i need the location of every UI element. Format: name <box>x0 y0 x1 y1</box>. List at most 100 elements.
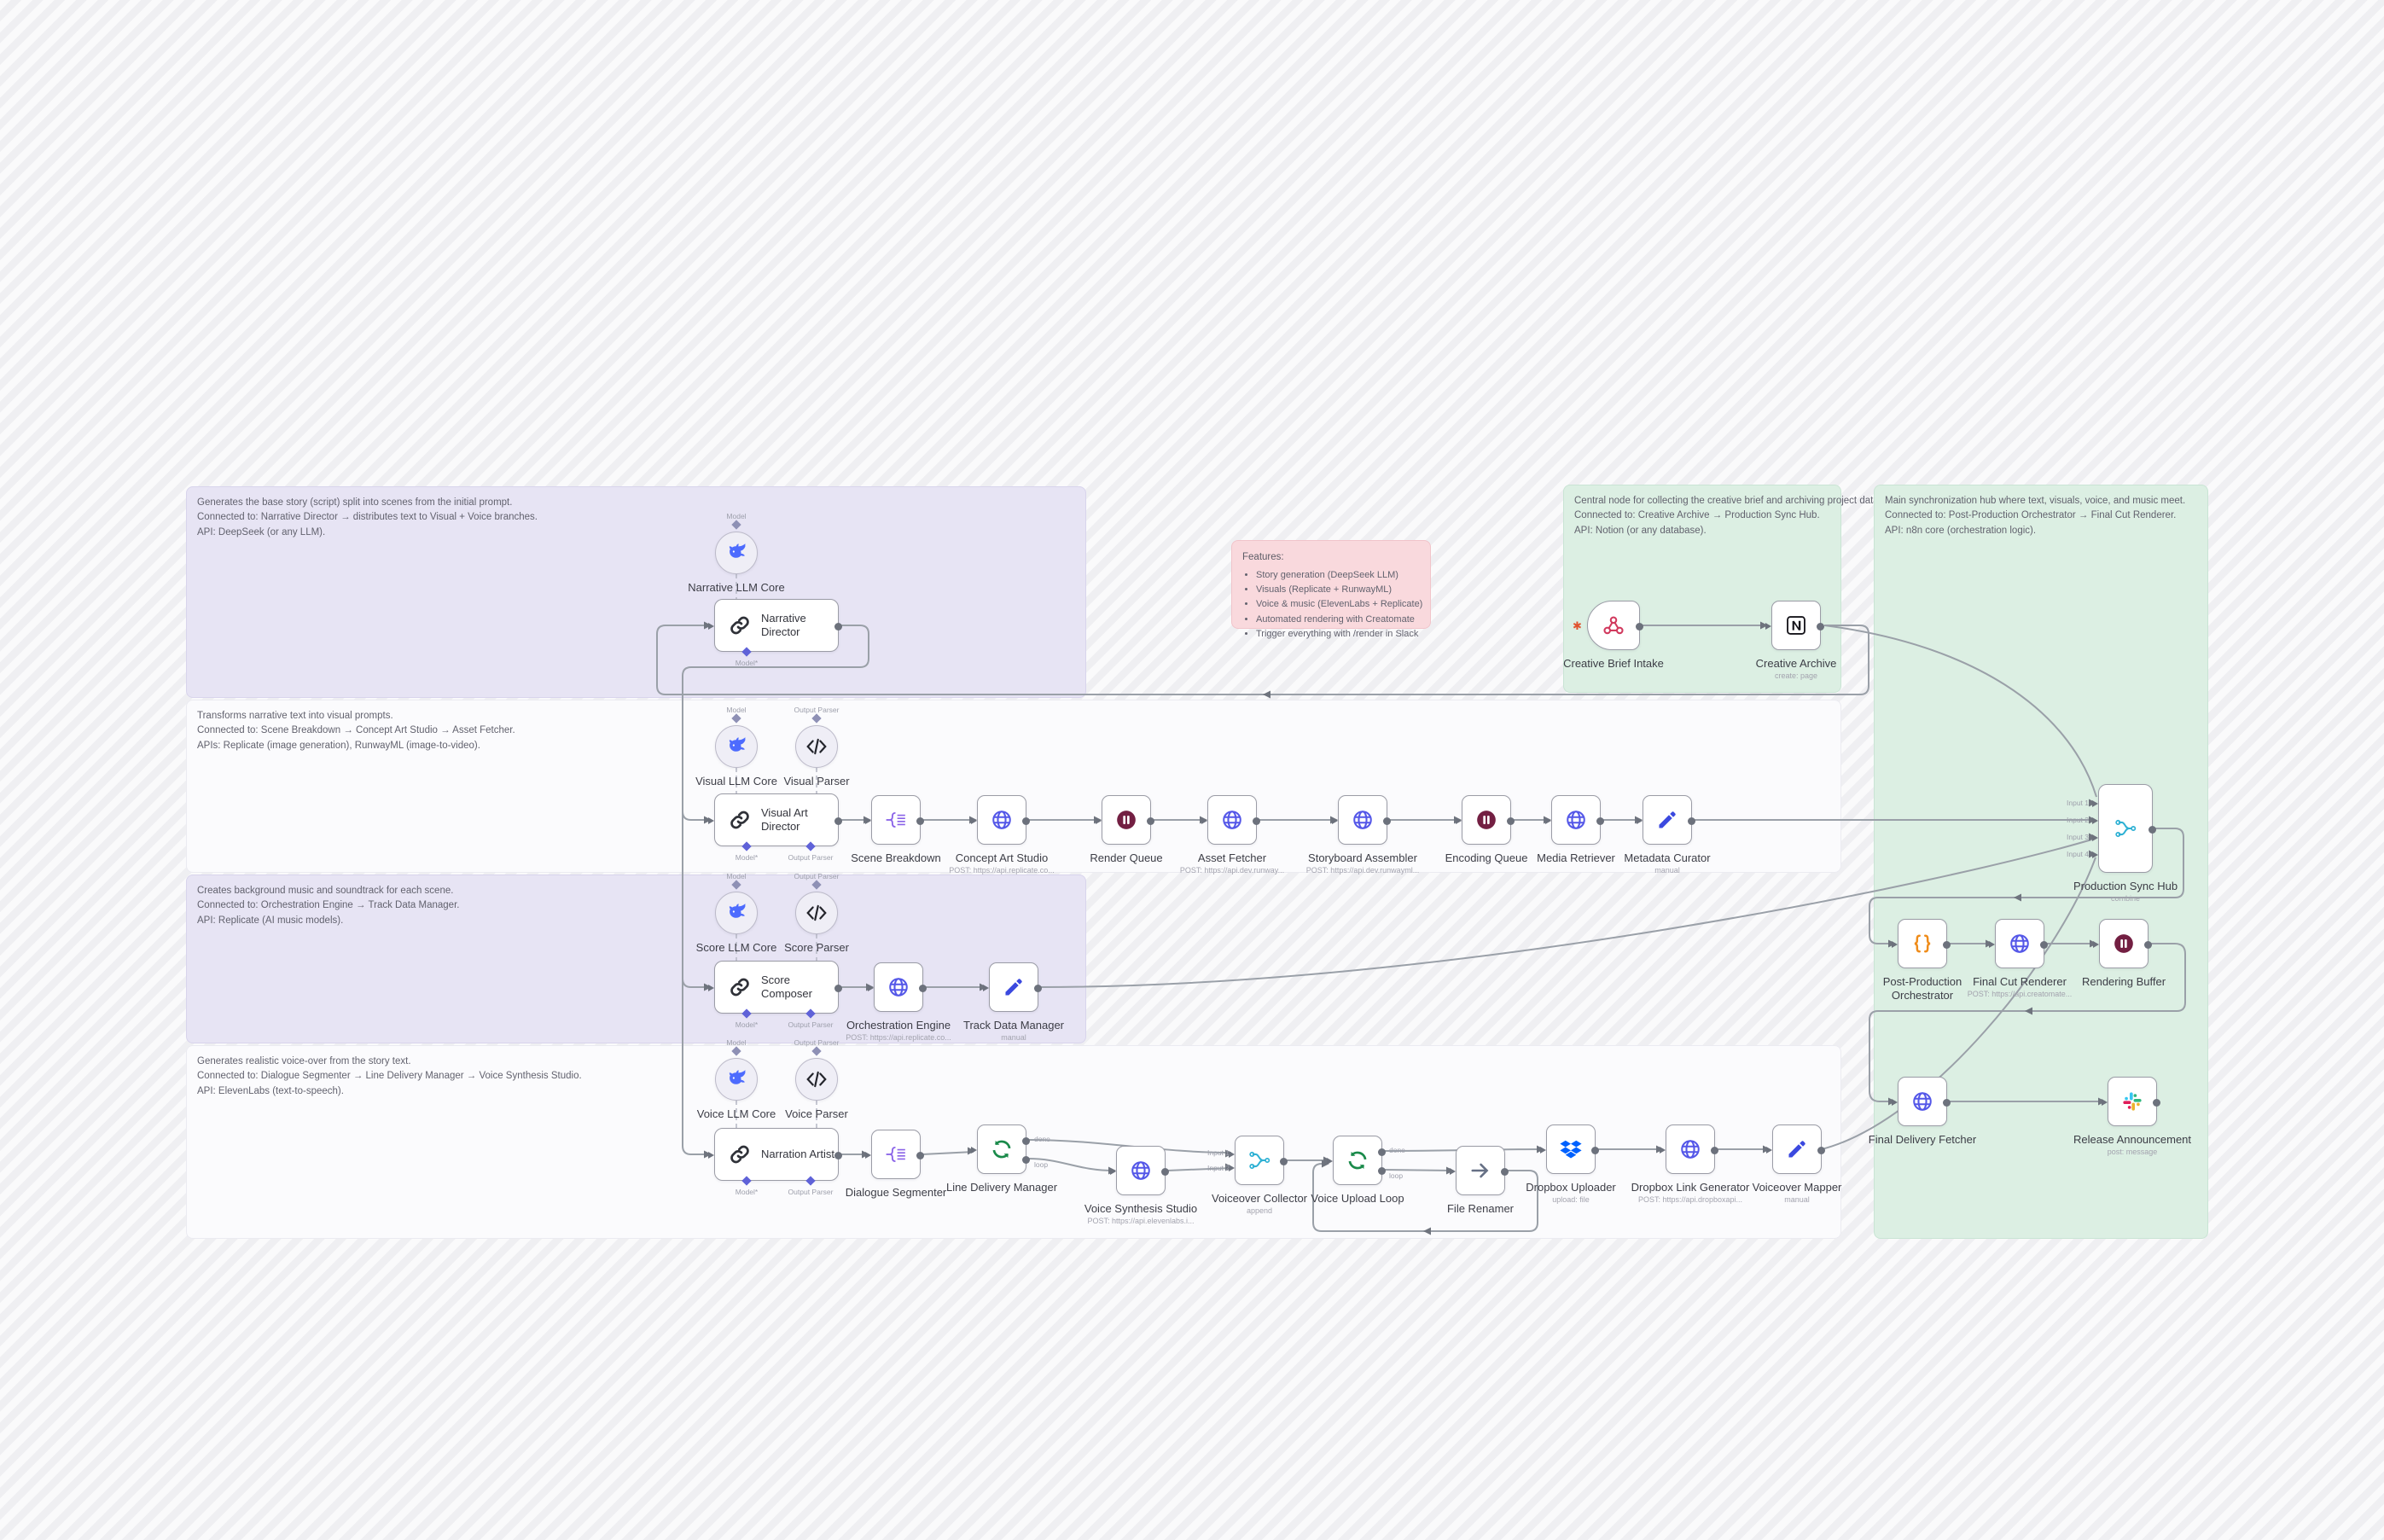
node-score-parser[interactable] <box>795 892 838 934</box>
output-port[interactable] <box>1022 1155 1030 1164</box>
output-port[interactable] <box>834 622 842 631</box>
output-port[interactable] <box>1817 622 1824 631</box>
node-visual-llm-core[interactable] <box>715 725 758 768</box>
output-port[interactable] <box>1817 1146 1825 1154</box>
input-port[interactable] <box>2092 799 2098 807</box>
node-final-cut-renderer[interactable] <box>1989 919 2048 968</box>
input-port[interactable] <box>1766 1146 1772 1154</box>
input-port[interactable] <box>1229 1150 1235 1158</box>
node-rendering-buffer[interactable] <box>2093 919 2152 968</box>
output-port[interactable] <box>2144 940 2152 949</box>
input-port[interactable] <box>1450 1167 1456 1175</box>
input-port[interactable] <box>868 984 874 991</box>
input-port[interactable] <box>2102 1098 2108 1106</box>
input-port[interactable] <box>2092 851 2098 858</box>
node-visual-parser[interactable] <box>795 725 838 768</box>
node-narrative-llm-core[interactable] <box>715 532 758 574</box>
output-port[interactable] <box>834 816 842 825</box>
input-port[interactable] <box>2092 816 2098 824</box>
node-score-llm-core[interactable] <box>715 892 758 934</box>
input-port[interactable] <box>1327 1157 1333 1165</box>
output-port[interactable] <box>1378 1166 1386 1175</box>
edge-narrative-director-to-visual-art-director[interactable] <box>682 811 710 821</box>
output-port[interactable] <box>1034 984 1042 992</box>
output-port[interactable] <box>1711 1146 1718 1154</box>
edge-voice-synthesis-studio-to-voiceover-collector[interactable] <box>1166 1167 1232 1171</box>
input-port[interactable] <box>1540 1146 1546 1154</box>
node-asset-fetcher[interactable] <box>1201 795 1260 845</box>
node-score-composer[interactable]: Score Composer <box>708 961 842 1014</box>
node-storyboard-assembler[interactable] <box>1332 795 1391 845</box>
edge-dialogue-segmenter-to-line-delivery-manager[interactable] <box>922 1151 974 1155</box>
node-track-data-manager[interactable] <box>983 962 1042 1012</box>
node-creative-archive[interactable] <box>1765 601 1824 650</box>
input-port[interactable] <box>2093 940 2099 948</box>
node-metadata-curator[interactable] <box>1637 795 1695 845</box>
output-port[interactable] <box>919 984 927 992</box>
input-port[interactable] <box>1660 1146 1666 1154</box>
input-port[interactable] <box>708 622 714 630</box>
node-narration-artist[interactable]: Narration Artist <box>708 1128 842 1181</box>
node-dropbox-uploader[interactable] <box>1540 1124 1599 1174</box>
note-score[interactable]: Creates background music and soundtrack … <box>186 875 1086 1043</box>
node-encoding-queue[interactable] <box>1456 795 1515 845</box>
output-port[interactable] <box>1943 940 1951 949</box>
input-port[interactable] <box>971 1146 977 1154</box>
output-port[interactable] <box>1596 816 1604 825</box>
node-dropbox-link-generator[interactable] <box>1660 1124 1718 1174</box>
note-narrative[interactable]: Generates the base story (script) split … <box>186 486 1086 698</box>
node-line-delivery-manager[interactable] <box>971 1124 1030 1174</box>
output-port[interactable] <box>916 1151 924 1159</box>
output-port[interactable] <box>1591 1146 1599 1154</box>
edge-voice-upload-loop-to-file-renamer[interactable] <box>1383 1169 1453 1171</box>
node-file-renamer[interactable] <box>1450 1146 1509 1195</box>
node-voiceover-mapper[interactable] <box>1766 1124 1825 1174</box>
node-concept-art-studio[interactable] <box>971 795 1030 845</box>
node-voice-synthesis-studio[interactable] <box>1110 1146 1169 1195</box>
edge-production-sync-hub-to-post-production-orchestrator[interactable] <box>1869 828 2184 944</box>
output-port[interactable] <box>2153 1098 2160 1107</box>
input-port[interactable] <box>708 1151 714 1159</box>
node-orchestration-engine[interactable] <box>868 962 927 1012</box>
output-port[interactable] <box>1636 622 1643 631</box>
input-port[interactable] <box>708 984 714 991</box>
node-scene-breakdown[interactable] <box>865 795 924 845</box>
input-port[interactable] <box>1229 1164 1235 1171</box>
node-dialogue-segmenter[interactable] <box>865 1130 924 1179</box>
edge-line-delivery-manager-to-voice-synthesis-studio[interactable] <box>1027 1158 1115 1171</box>
input-port[interactable] <box>708 816 714 824</box>
input-port[interactable] <box>1637 816 1643 824</box>
input-port[interactable] <box>1892 1098 1898 1106</box>
output-port[interactable] <box>1022 816 1030 825</box>
node-post-production-orchestrator[interactable] <box>1892 919 1951 968</box>
output-port[interactable] <box>1943 1098 1951 1107</box>
output-port[interactable] <box>2149 825 2156 834</box>
output-port[interactable] <box>1022 1136 1030 1145</box>
output-port[interactable] <box>1688 816 1695 825</box>
node-release-announcement[interactable] <box>2102 1077 2160 1126</box>
edge-track-data-manager-to-production-sync-hub[interactable] <box>1038 838 2096 988</box>
input-port[interactable] <box>1201 816 1207 824</box>
input-port[interactable] <box>1110 1167 1116 1175</box>
edge-creative-archive-to-narrative-director[interactable] <box>656 625 1869 695</box>
output-port[interactable] <box>2040 940 2048 949</box>
edge-narrative-director-to-narration-artist[interactable] <box>682 625 869 1155</box>
node-creative-brief-intake[interactable] <box>1587 601 1643 650</box>
input-port[interactable] <box>1332 816 1338 824</box>
note-features[interactable]: Features:Story generation (DeepSeek LLM)… <box>1231 540 1431 639</box>
edge-creative-archive-to-production-sync-hub[interactable] <box>1823 625 2097 798</box>
output-port[interactable] <box>1383 816 1391 825</box>
input-port[interactable] <box>983 984 989 991</box>
node-media-retriever[interactable] <box>1545 795 1604 845</box>
node-final-delivery-fetcher[interactable] <box>1892 1077 1951 1126</box>
node-voiceover-collector[interactable] <box>1229 1136 1288 1185</box>
input-port[interactable] <box>1545 816 1551 824</box>
output-port[interactable] <box>1253 816 1260 825</box>
input-port[interactable] <box>865 1151 871 1159</box>
output-port[interactable] <box>834 1151 842 1159</box>
input-port[interactable] <box>2092 834 2098 841</box>
node-voice-parser[interactable] <box>795 1058 838 1101</box>
output-port[interactable] <box>1147 816 1154 825</box>
